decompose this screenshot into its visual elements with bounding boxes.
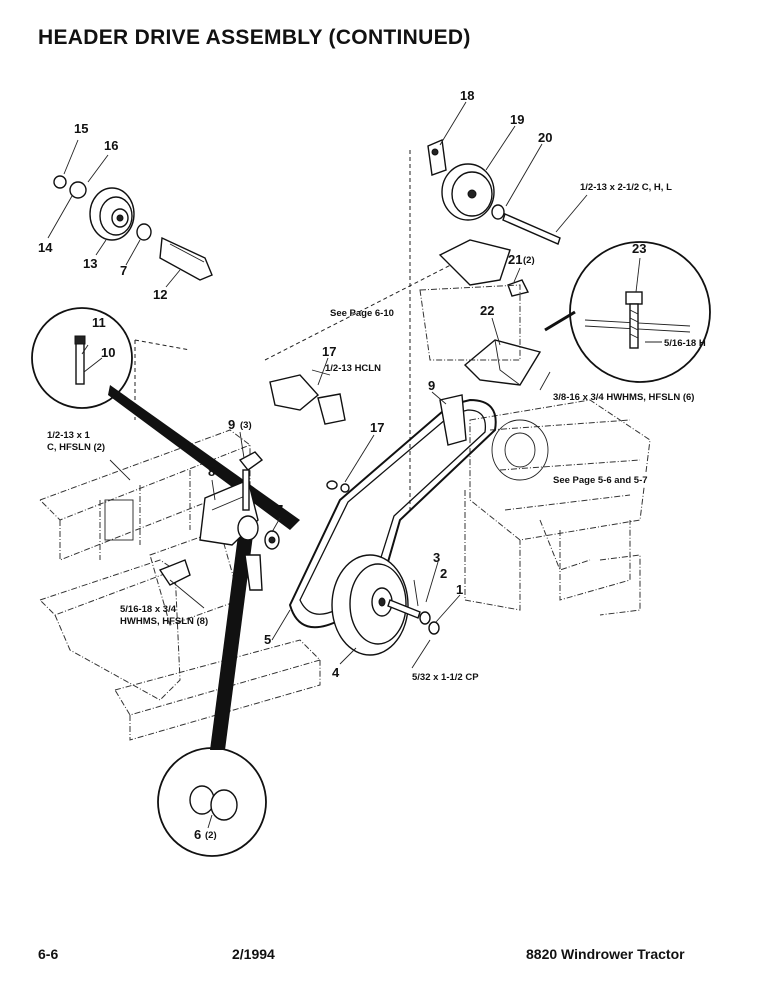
reference-line	[264, 249, 481, 361]
note-see-5-6: See Page 5-6 and 5-7	[553, 475, 648, 486]
callout-22: 22	[480, 303, 494, 318]
note-hcln: 1/2-13 HCLN	[325, 363, 381, 374]
callout-14: 14	[38, 240, 53, 255]
gearbox-assembly	[464, 399, 651, 616]
upper-bracket	[269, 374, 350, 493]
callout-11: 11	[92, 315, 106, 330]
note-hwhms-8-2: HWHMS, HFSLN (8)	[120, 616, 208, 627]
callout-23: 23	[632, 241, 646, 256]
callout-4: 4	[332, 665, 340, 680]
large-drive-pulley	[331, 554, 440, 656]
mounting-bracket	[419, 284, 542, 386]
callout-18: 18	[460, 88, 474, 103]
callout-17b: 17	[370, 420, 384, 435]
upper-left-pulley-group	[53, 175, 213, 281]
callout-19: 19	[510, 112, 524, 127]
note-nut-516: 5/16-18 H	[664, 338, 706, 349]
callout-21-qty: (2)	[523, 255, 535, 266]
detail-circle-pin	[31, 307, 300, 530]
callout-6-qty: (2)	[205, 830, 217, 841]
callout-9-qty: (3)	[240, 420, 252, 431]
leader-lines	[47, 101, 662, 829]
note-hwhms-8-1: 5/16-18 x 3/4	[120, 604, 177, 615]
footer-page-number: 6-6	[38, 946, 59, 962]
callout-21: 21	[508, 252, 522, 267]
detail-circle-bushing	[157, 520, 267, 857]
callout-6: 6	[194, 827, 201, 842]
callout-15: 15	[74, 121, 88, 136]
callout-labels: 15 16 14 13 7 12 18 19 20 21 (2) 22 23 1…	[38, 88, 646, 842]
note-left-bolt-2: C, HFSLN (2)	[47, 442, 105, 453]
note-bolt-top: 1/2-13 x 2-1/2 C, H, L	[580, 182, 672, 193]
footer-date: 2/1994	[232, 946, 275, 962]
tensioner-assembly	[158, 394, 467, 591]
callout-12: 12	[153, 287, 167, 302]
page-title: HEADER DRIVE ASSEMBLY (CONTINUED)	[38, 26, 471, 49]
callout-9b: 9	[428, 378, 435, 393]
note-hwhms-6: 3/8-16 x 3/4 HWHMS, HFSLN (6)	[553, 392, 694, 403]
note-cp: 5/32 x 1-1/2 CP	[412, 672, 479, 683]
callout-10: 10	[101, 345, 115, 360]
note-left-bolt-1: 1/2-13 x 1	[47, 430, 90, 441]
callout-9: 9	[228, 417, 235, 432]
footer-product: 8820 Windrower Tractor	[526, 946, 685, 962]
callout-16: 16	[104, 138, 118, 153]
tractor-frame	[39, 429, 321, 741]
callout-5: 5	[264, 632, 271, 647]
idler-pulley-group	[427, 138, 561, 297]
note-see-6-10: See Page 6-10	[330, 308, 394, 319]
callout-17: 17	[322, 344, 336, 359]
reference-line	[134, 339, 191, 351]
callout-2: 2	[440, 566, 447, 581]
callout-7: 7	[120, 263, 127, 278]
drive-belt	[288, 398, 497, 629]
callout-20: 20	[538, 130, 552, 145]
callout-3: 3	[433, 550, 440, 565]
callout-8: 8	[208, 464, 215, 479]
callout-7b: 7	[276, 502, 283, 517]
callout-13: 13	[83, 256, 97, 271]
callout-1: 1	[456, 582, 463, 597]
spec-notes: 1/2-13 x 2-1/2 C, H, L See Page 6-10 1/2…	[47, 182, 706, 683]
detail-circle-bolt	[544, 241, 711, 383]
